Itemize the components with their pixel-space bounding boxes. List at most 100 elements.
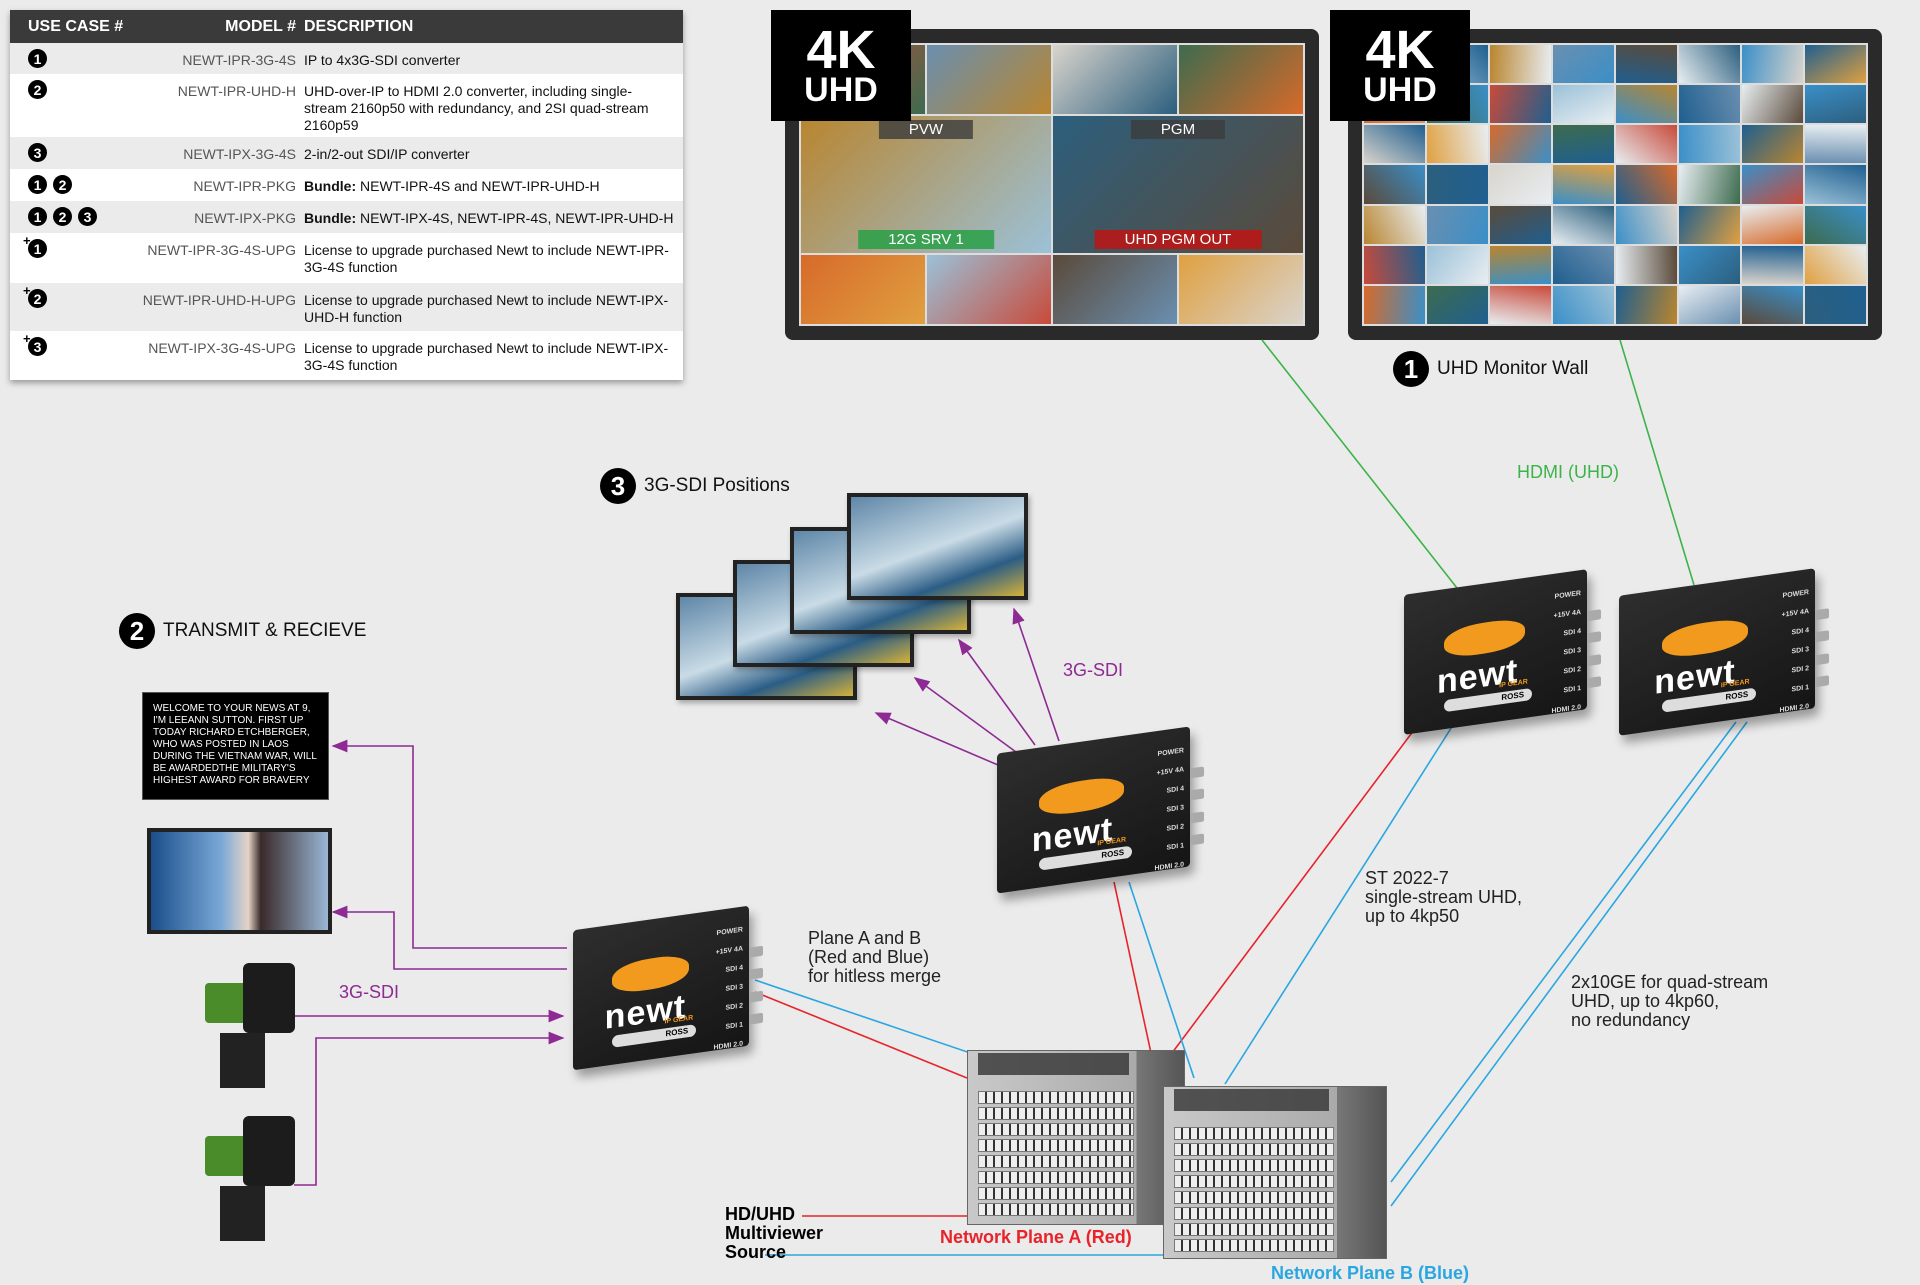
wall-tile — [1805, 205, 1866, 244]
wall-tile — [1616, 245, 1677, 284]
presenter-monitor — [147, 828, 332, 934]
use-case-number: 1 — [33, 176, 42, 193]
bnc-connector-icon — [1587, 609, 1601, 622]
bnc-connector-icon — [1190, 811, 1204, 824]
wall-tile — [1805, 45, 1866, 84]
note-line: up to 4kp50 — [1365, 906, 1460, 926]
description-cell: License to upgrade purchased Newt to inc… — [304, 292, 674, 326]
model-cell: NEWT-IPR-3G-4S-UPG — [147, 242, 296, 258]
wall-tile — [1553, 45, 1614, 84]
description-text: License to upgrade purchased Newt to inc… — [304, 242, 669, 275]
wall-tile — [1679, 285, 1740, 324]
line-card — [1174, 1207, 1334, 1220]
badge-uhd: UHD — [804, 70, 878, 109]
plane-ab-note: Plane A and B(Red and Blue)for hitless m… — [808, 929, 941, 986]
use-case-cell: 1 — [28, 49, 47, 68]
wall-tile — [1616, 205, 1677, 244]
wall-tile — [1553, 125, 1614, 164]
wall-tile — [1616, 45, 1677, 84]
wall-tile — [1364, 285, 1425, 324]
robotic-camera — [205, 963, 295, 1088]
wall-tile — [1679, 45, 1740, 84]
source-tile — [1053, 45, 1177, 114]
line-card — [978, 1139, 1134, 1152]
wall-tile — [1616, 85, 1677, 124]
wall-tile — [1553, 165, 1614, 204]
wall-tile — [1490, 85, 1551, 124]
wall-tile — [1805, 165, 1866, 204]
bnc-connector-icon — [1190, 766, 1204, 779]
use-case-number: 2 — [58, 176, 67, 193]
use-case-number: 3 — [33, 338, 42, 355]
plane-a-lines — [754, 721, 1421, 1217]
use-case-number: 2 — [33, 81, 42, 98]
use-case-number: 2 — [58, 208, 67, 225]
description-cell: License to upgrade purchased Newt to inc… — [304, 242, 674, 276]
wall-tile — [1364, 165, 1425, 204]
wall-tile — [1364, 205, 1425, 244]
monitor-wall-text: UHD Monitor Wall — [1437, 358, 1589, 379]
wall-tile — [1742, 125, 1803, 164]
transmit-label: 2 TRANSMIT & RECIEVE — [119, 613, 366, 649]
wall-tile — [1427, 205, 1488, 244]
pvw-tile: PVW 12G SRV 1 — [801, 115, 1051, 254]
monitor-wall-label: 1 UHD Monitor Wall — [1393, 351, 1588, 387]
use-case-cell: 3 — [28, 143, 47, 162]
model-cell: NEWT-IPR-PKG — [193, 178, 296, 194]
hdmi-label: HDMI (UHD) — [1517, 462, 1619, 482]
number-3-icon: 3 — [600, 468, 636, 504]
source-tile — [927, 255, 1051, 324]
use-case-number: 3 — [83, 208, 92, 225]
model-cell: NEWT-IPX-3G-4S — [183, 146, 296, 162]
pgm-tile: PGM UHD PGM OUT — [1053, 115, 1303, 254]
use-case-cell: +2 — [23, 283, 47, 308]
source-tile — [927, 45, 1051, 114]
description-text: License to upgrade purchased Newt to inc… — [304, 340, 669, 373]
wall-tile — [1679, 205, 1740, 244]
line-card — [1174, 1127, 1334, 1140]
wall-tile — [1490, 165, 1551, 204]
wall-tile — [1742, 45, 1803, 84]
line-card — [978, 1155, 1134, 1168]
line-card — [1174, 1159, 1334, 1172]
wall-tile — [1553, 245, 1614, 284]
source-line: Source — [725, 1242, 787, 1262]
use-case-number: 1 — [33, 208, 42, 225]
wall-tile — [1427, 245, 1488, 284]
wall-tile — [1742, 245, 1803, 284]
description-cell: License to upgrade purchased Newt to inc… — [304, 340, 674, 374]
wall-tile — [1805, 125, 1866, 164]
note-line: no redundancy — [1571, 1010, 1691, 1030]
wall-tile — [1427, 125, 1488, 164]
wall-tile — [1742, 205, 1803, 244]
line-card — [978, 1123, 1134, 1136]
wall-tile — [1805, 285, 1866, 324]
use-case-cell: +1 — [23, 233, 47, 258]
transmit-text: TRANSMIT & RECIEVE — [163, 620, 367, 641]
line-card — [1174, 1143, 1334, 1156]
note-line: Plane A and B — [808, 928, 922, 948]
source-tile — [1179, 45, 1303, 114]
note-line: UHD, up to 4kp60, — [1571, 991, 1720, 1011]
hdmi-lines — [1261, 339, 1695, 589]
robotic-camera — [205, 1116, 295, 1241]
sdi-positions-label: 3 3G-SDI Positions — [600, 468, 790, 504]
header-model: MODEL # — [225, 18, 296, 35]
table-row: +2 NEWT-IPR-UHD-H-UPG License to upgrade … — [10, 283, 683, 331]
bnc-connector-icon — [749, 990, 763, 1003]
model-cell: NEWT-IPR-UHD-H-UPG — [142, 292, 296, 308]
teleprompter-display: WELCOME TO YOUR NEWS AT 9, I'M LEEANN SU… — [142, 692, 329, 800]
line-card — [978, 1187, 1134, 1200]
use-case-2-icon: 2 — [53, 207, 72, 226]
